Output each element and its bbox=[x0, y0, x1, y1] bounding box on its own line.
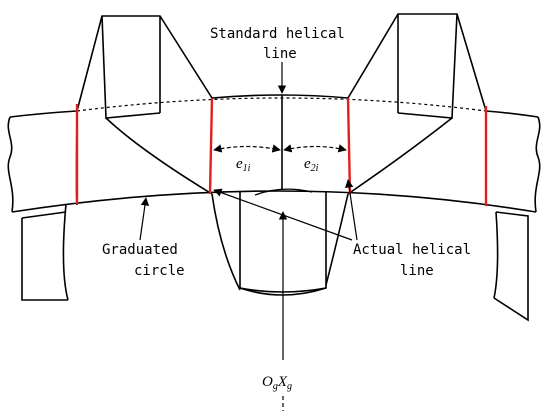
actual-line-leader-right bbox=[344, 179, 358, 241]
actual-helical-label-line2: line bbox=[400, 263, 434, 279]
actual-line-right bbox=[346, 97, 352, 195]
rim-top-right bbox=[485, 110, 539, 118]
e1-dimension-arrow bbox=[213, 144, 281, 153]
actual-line-left bbox=[208, 97, 214, 195]
standard-helical-label-line2: line bbox=[263, 46, 297, 62]
graduated-circle-arc bbox=[11, 190, 537, 213]
graduated-circle-label-line1: Graduated bbox=[102, 242, 178, 258]
e2-dimension-arrow bbox=[283, 144, 347, 153]
standard-helical-label-line1: Standard helical bbox=[210, 26, 345, 42]
leader-arrows bbox=[139, 62, 358, 411]
axis-label: OgXg bbox=[262, 374, 292, 392]
graduated-circle-leader bbox=[139, 197, 150, 241]
gear-rim bbox=[7, 94, 541, 213]
graduated-circle-label-line2: circle bbox=[134, 263, 185, 279]
rim-top-left bbox=[9, 110, 78, 118]
right-break-line bbox=[534, 116, 541, 213]
left-break-line bbox=[7, 116, 14, 213]
actual-helical-label-line1: Actual helical bbox=[353, 242, 471, 258]
rim-top-center bbox=[211, 94, 349, 99]
e2-label: e2i bbox=[304, 156, 319, 174]
right-tooth bbox=[325, 13, 529, 322]
left-tooth bbox=[21, 15, 241, 301]
e1-label: e1i bbox=[236, 156, 251, 174]
actual-helical-lines bbox=[75, 97, 488, 206]
deviation-dimensions bbox=[213, 144, 347, 153]
